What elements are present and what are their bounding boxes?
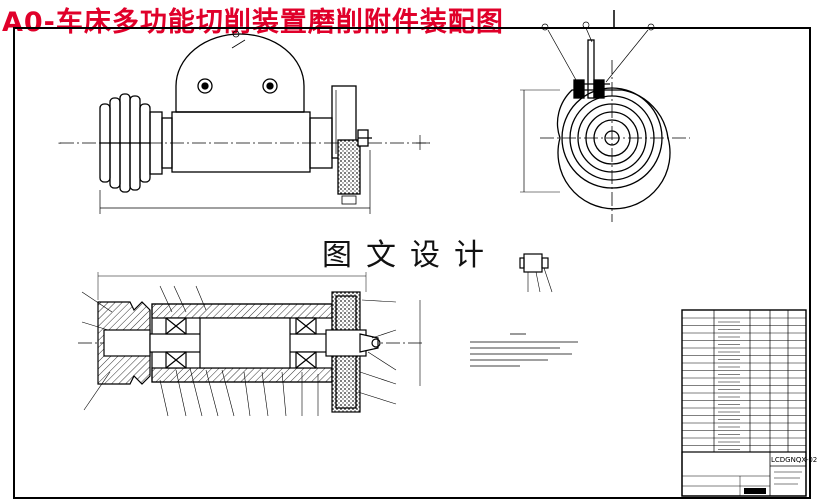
bearing-right: [295, 317, 317, 369]
part-leaders: [81, 285, 397, 417]
row-text-marks: [718, 321, 740, 450]
sheet-border: [13, 10, 811, 499]
cover-bolt-left: [197, 78, 213, 94]
technical-notes: [470, 333, 578, 367]
cover-bolt-right: [262, 78, 278, 94]
title-block: LCDGNQX-02: [681, 451, 817, 497]
drawing-number: LCDGNQX-02: [771, 456, 817, 464]
small-detail-part: [519, 253, 553, 293]
pulley-section: [97, 301, 151, 385]
pulley-front: [99, 93, 151, 193]
svg-text:-: -: [58, 138, 62, 149]
side-view: [520, 21, 690, 222]
drawing-title: A0-车床多功能切削装置磨削附件装配图: [2, 7, 504, 38]
parts-list: [681, 309, 807, 497]
front-view: -: [58, 30, 430, 214]
watermark-text: 图文设计: [322, 238, 498, 273]
bearing-left: [165, 317, 187, 369]
section-view: [78, 272, 422, 413]
